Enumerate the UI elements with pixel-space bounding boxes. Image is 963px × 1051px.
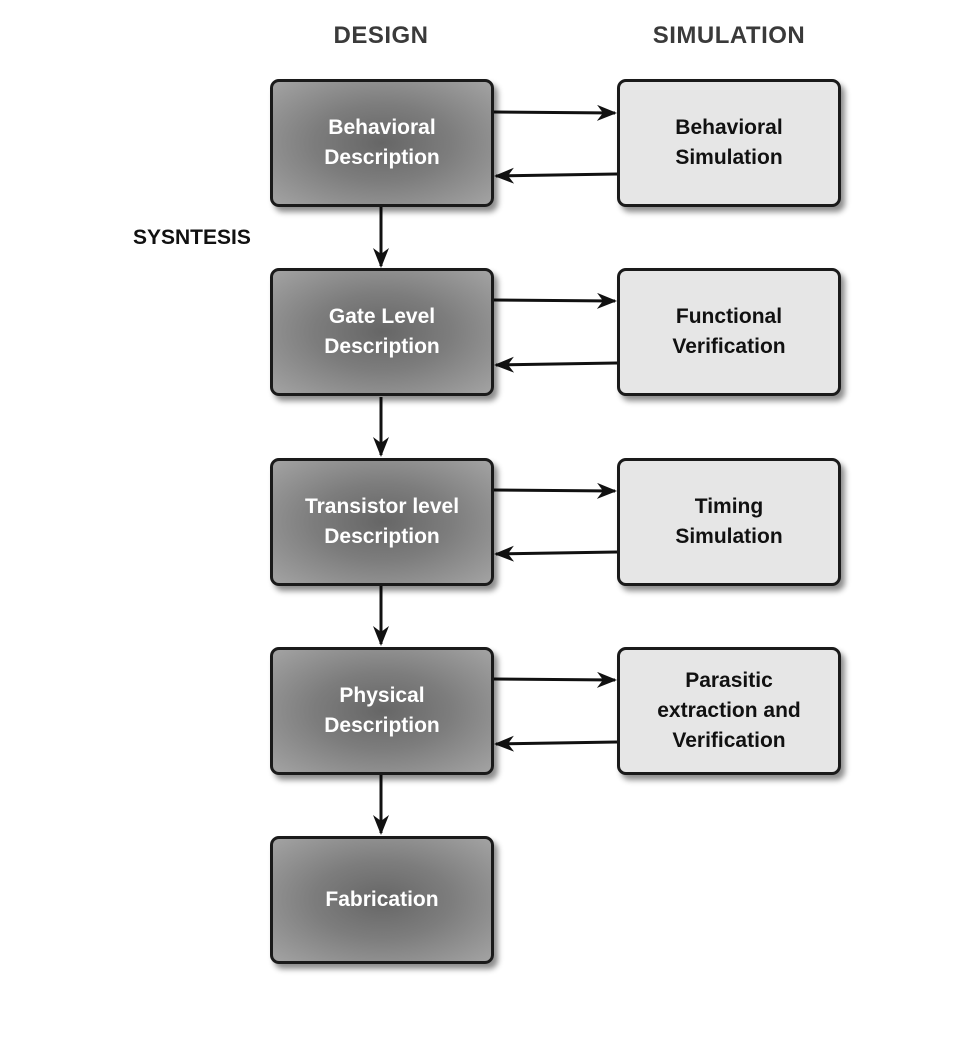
to-simulation-arrow-2 [493, 292, 617, 309]
behavioral-description-box: Behavioral Description [270, 79, 494, 207]
gate-level-description-box: Gate Level Description [270, 268, 494, 396]
fabrication-box: Fabrication [270, 836, 494, 964]
to-simulation-arrow-3 [493, 482, 617, 499]
parasitic-extraction-verification-box: Parasitic extraction and Verification [617, 647, 841, 775]
synthesis-label: SYSNTESIS [133, 226, 251, 249]
to-simulation-arrow-4 [493, 671, 617, 688]
physical-description-box: Physical Description [270, 647, 494, 775]
simulation-column-header: SIMULATION [652, 22, 806, 49]
timing-simulation-box: Timing Simulation [617, 458, 841, 586]
design-column-header: DESIGN [333, 22, 429, 49]
to-simulation-arrow-1 [493, 104, 617, 121]
from-simulation-arrow-4 [494, 735, 618, 752]
from-simulation-arrow-3 [494, 545, 618, 562]
functional-verification-box: Functional Verification [617, 268, 841, 396]
transistor-level-description-box: Transistor level Description [270, 458, 494, 586]
behavioral-simulation-box: Behavioral Simulation [617, 79, 841, 207]
from-simulation-arrow-1 [494, 167, 618, 184]
from-simulation-arrow-2 [494, 356, 618, 373]
